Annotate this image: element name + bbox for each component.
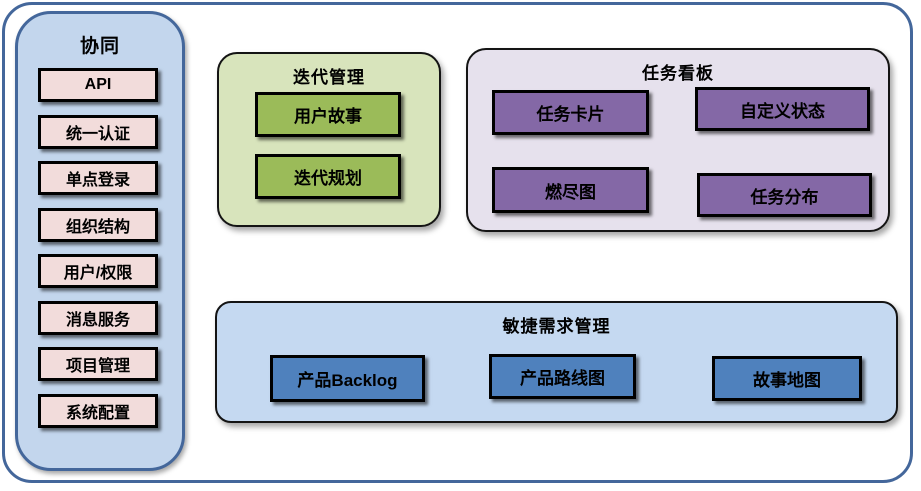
item-burndown-chart: 燃尽图 xyxy=(492,167,649,213)
sidebar-item-unified-auth: 统一认证 xyxy=(38,115,158,149)
sidebar-item-api: API xyxy=(38,68,158,102)
item-custom-status: 自定义状态 xyxy=(695,87,870,131)
sidebar-item-org-structure: 组织结构 xyxy=(38,208,158,242)
sidebar-title: 协同 xyxy=(79,36,120,57)
sidebar-collaboration-panel: 协同 API 统一认证 单点登录 组织结构 用户/权限 消息服务 项目管理 系统… xyxy=(15,11,185,471)
item-product-roadmap: 产品路线图 xyxy=(489,354,636,399)
panel-iteration-title: 迭代管理 xyxy=(293,68,365,87)
item-iteration-planning: 迭代规划 xyxy=(255,154,401,199)
panel-agile-requirements: 敏捷需求管理 产品Backlog 产品路线图 故事地图 xyxy=(215,301,898,423)
item-task-card: 任务卡片 xyxy=(492,90,649,135)
sidebar-item-project-management: 项目管理 xyxy=(38,347,158,381)
item-task-distribution: 任务分布 xyxy=(697,173,872,217)
sidebar-item-message-service: 消息服务 xyxy=(38,301,158,335)
item-product-backlog: 产品Backlog xyxy=(270,355,425,402)
item-user-story: 用户故事 xyxy=(255,92,401,137)
item-story-map: 故事地图 xyxy=(712,356,862,401)
sidebar-item-single-sign-on: 单点登录 xyxy=(38,161,158,195)
panel-taskboard-title: 任务看板 xyxy=(642,64,714,83)
sidebar-item-system-config: 系统配置 xyxy=(38,394,158,428)
panel-iteration-management: 迭代管理 用户故事 迭代规划 xyxy=(217,52,441,227)
panel-task-board: 任务看板 任务卡片 自定义状态 燃尽图 任务分布 xyxy=(466,48,890,232)
sidebar-item-user-permissions: 用户/权限 xyxy=(38,254,158,288)
panel-requirements-title: 敏捷需求管理 xyxy=(502,317,611,336)
